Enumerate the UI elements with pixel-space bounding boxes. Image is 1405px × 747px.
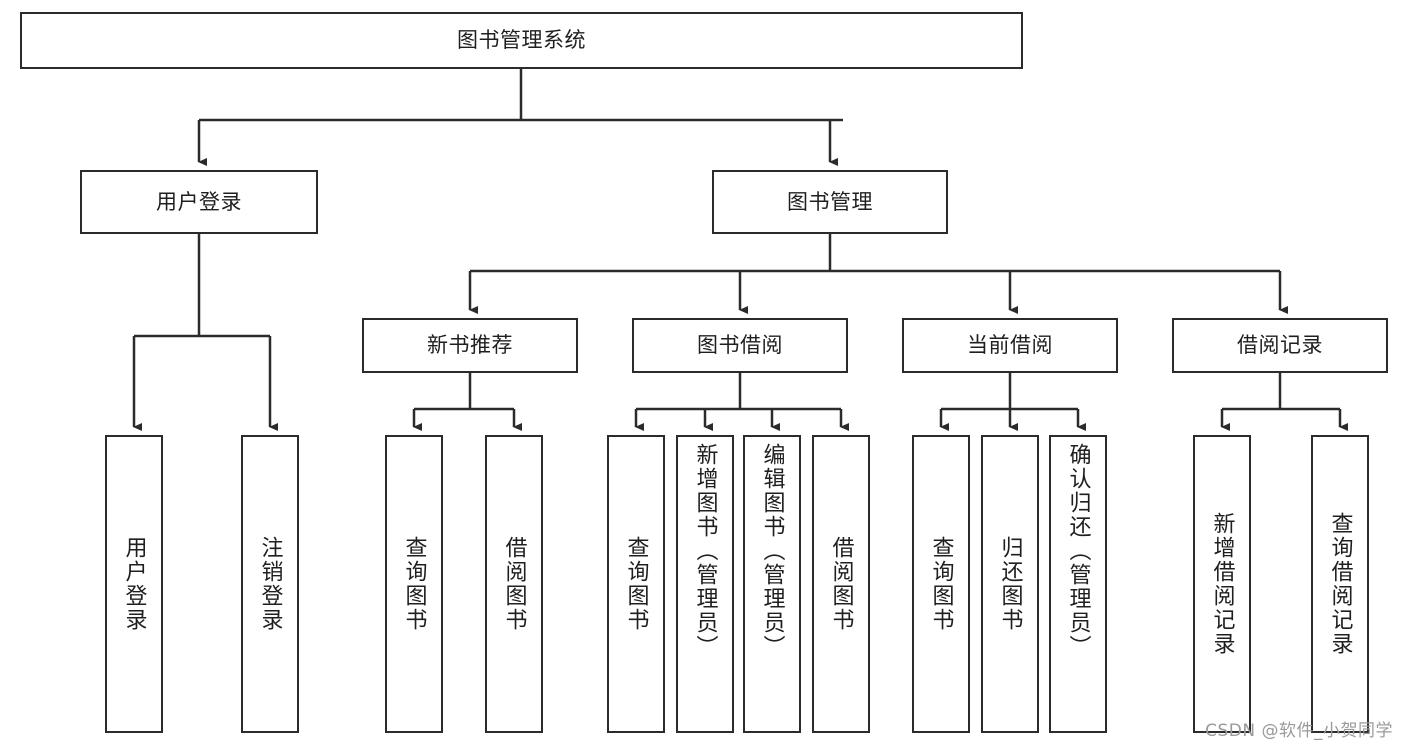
node-label: 编辑图书（管理员）: [759, 443, 785, 659]
node-label: 查询借阅记录: [1327, 512, 1353, 656]
node-label: 图书借阅: [697, 333, 783, 358]
node-label: 确认归还（管理员）: [1065, 443, 1091, 659]
node-leaf-confirm-return-admin[interactable]: 确认归还（管理员）: [1049, 435, 1107, 733]
node-leaf-borrow-book[interactable]: 借阅图书: [812, 435, 870, 733]
node-leaf-return-book[interactable]: 归还图书: [981, 435, 1039, 733]
watermark-text: CSDN @软件_小贺同学: [1205, 721, 1393, 741]
node-label: 新增借阅记录: [1209, 512, 1235, 656]
node-label: 借阅图书: [501, 536, 527, 632]
node-label: 图书管理: [787, 189, 873, 214]
node-root-book-management-system[interactable]: 图书管理系统: [20, 12, 1023, 69]
node-leaf-query-book-new[interactable]: 查询图书: [385, 435, 443, 733]
node-label: 注销登录: [257, 536, 283, 632]
node-borrowing-record[interactable]: 借阅记录: [1172, 318, 1388, 373]
node-label: 查询图书: [623, 536, 649, 632]
node-label: 查询图书: [928, 536, 954, 632]
node-label: 图书管理系统: [457, 28, 586, 53]
node-book-borrowing[interactable]: 图书借阅: [632, 318, 848, 373]
node-label: 新增图书（管理员）: [692, 443, 718, 659]
node-label: 用户登录: [121, 536, 147, 632]
node-label: 当前借阅: [967, 333, 1053, 358]
node-leaf-logout[interactable]: 注销登录: [241, 435, 299, 733]
node-leaf-user-login[interactable]: 用户登录: [105, 435, 163, 733]
node-user-login[interactable]: 用户登录: [80, 170, 318, 234]
node-label: 用户登录: [156, 189, 242, 214]
node-label: 归还图书: [997, 536, 1023, 632]
node-leaf-query-borrow-record[interactable]: 查询借阅记录: [1311, 435, 1369, 733]
node-label: 新书推荐: [427, 333, 513, 358]
node-label: 借阅记录: [1237, 333, 1323, 358]
node-label: 查询图书: [401, 536, 427, 632]
node-leaf-query-book-borrow[interactable]: 查询图书: [607, 435, 665, 733]
node-current-borrowing[interactable]: 当前借阅: [902, 318, 1118, 373]
node-leaf-edit-book-admin[interactable]: 编辑图书（管理员）: [743, 435, 801, 733]
node-label: 借阅图书: [828, 536, 854, 632]
node-leaf-query-book-current[interactable]: 查询图书: [912, 435, 970, 733]
node-book-management[interactable]: 图书管理: [712, 170, 948, 234]
node-leaf-add-borrow-record[interactable]: 新增借阅记录: [1193, 435, 1251, 733]
node-leaf-borrow-book-new[interactable]: 借阅图书: [485, 435, 543, 733]
node-new-book-recommendation[interactable]: 新书推荐: [362, 318, 578, 373]
node-leaf-add-book-admin[interactable]: 新增图书（管理员）: [676, 435, 734, 733]
